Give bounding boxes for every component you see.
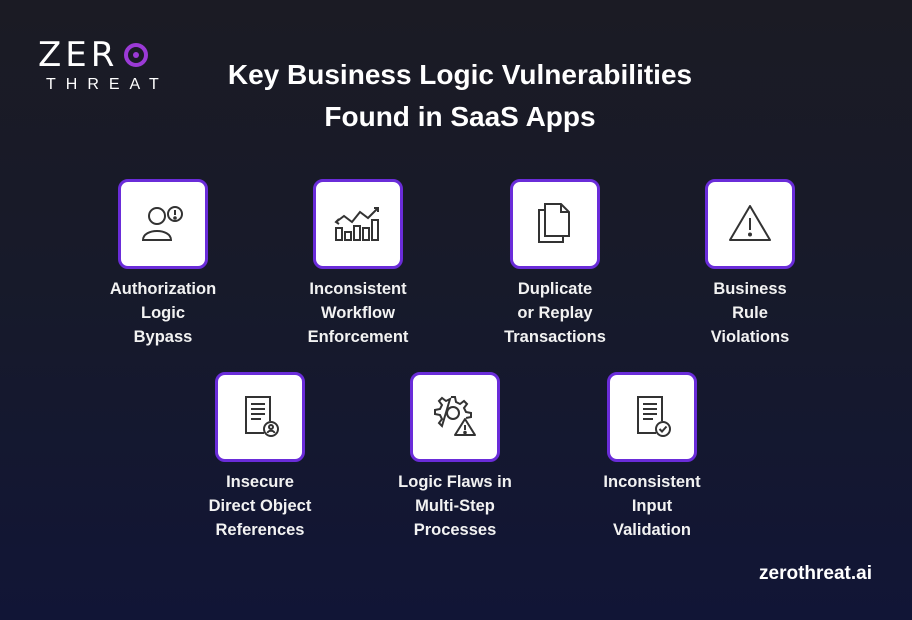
title-line-1: Key Business Logic Vulnerabilities bbox=[227, 59, 693, 90]
document-user-icon bbox=[245, 396, 279, 437]
document-check-icon bbox=[637, 396, 671, 437]
page-title: Key Business Logic Vulnerabilities Found… bbox=[180, 54, 740, 138]
website-url: zerothreat.ai bbox=[759, 563, 872, 584]
bar-chart-trend-icon bbox=[334, 207, 379, 241]
icon-tile bbox=[410, 372, 500, 462]
icon-tile bbox=[313, 179, 403, 269]
icon-tile bbox=[705, 179, 795, 269]
zerothreat-logo: ZER THREAT bbox=[38, 38, 173, 94]
icon-tile bbox=[607, 372, 697, 462]
icon-tile bbox=[215, 372, 305, 462]
user-alert-icon bbox=[141, 206, 183, 241]
logo-o-icon bbox=[124, 43, 149, 67]
icon-tile bbox=[510, 179, 600, 269]
logo-wordmark: ZER bbox=[38, 38, 173, 72]
icon-tile bbox=[118, 179, 208, 269]
copy-documents-icon bbox=[538, 203, 570, 243]
logo-zero-text: ZER bbox=[38, 35, 119, 75]
title-line-2: Found in SaaS Apps bbox=[324, 101, 596, 132]
gear-warning-icon bbox=[434, 396, 476, 436]
warning-triangle-icon bbox=[729, 205, 771, 241]
logo-threat-text: THREAT bbox=[46, 76, 169, 93]
